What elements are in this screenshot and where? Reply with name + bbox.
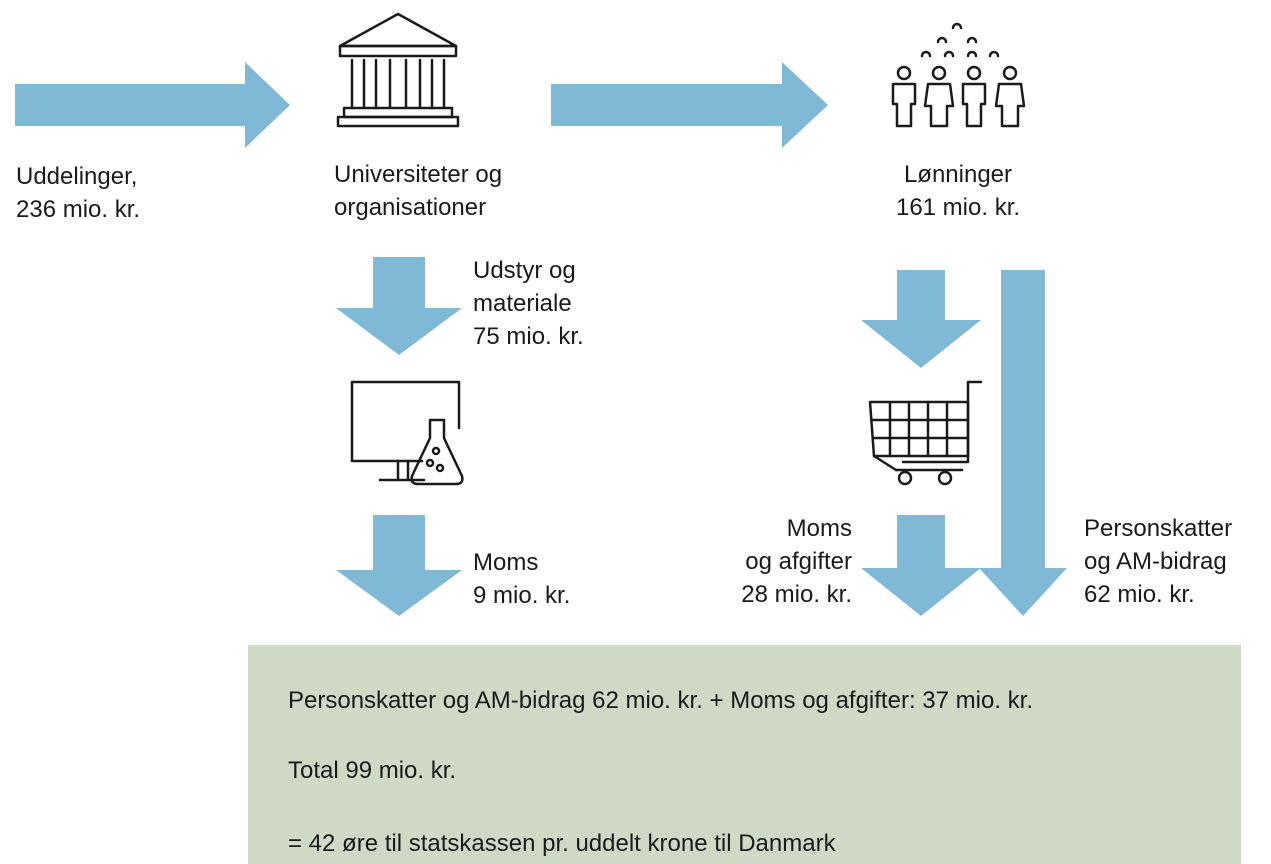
computer-lab-flask-icon: [350, 380, 464, 486]
label-lonninger-line1: Lønninger: [903, 161, 1013, 188]
label-uddelinger-line1: Uddelinger,: [16, 163, 138, 190]
label-moms-left-amount: 9 mio. kr.: [473, 582, 571, 609]
summary-line-total: Total 99 mio. kr.: [288, 757, 457, 784]
shopping-cart-icon: [868, 380, 983, 486]
label-uddelinger-amount: 236 mio. kr.: [16, 196, 141, 223]
label-personskatter-amount: 62 mio. kr.: [1084, 581, 1195, 608]
label-moms-right-line2: og afgifter: [745, 548, 852, 575]
label-moms-right-line1: Moms: [786, 515, 852, 542]
summary-line-per-krone: = 42 øre til statskassen pr. uddelt kron…: [288, 830, 836, 857]
label-moms-left-line1: Moms: [473, 549, 539, 576]
label-universiteter: Universiteter og organisationer: [334, 158, 502, 224]
label-universiteter-line1: Universiteter og: [334, 161, 503, 188]
university-building-icon: [336, 12, 460, 128]
label-udstyr-line2: materiale: [473, 290, 572, 317]
arrow-down-personskatter: [979, 270, 1067, 616]
label-uddelinger: Uddelinger, 236 mio. kr.: [16, 160, 140, 226]
arrow-right-funding: [15, 62, 290, 148]
label-moms-right-amount: 28 mio. kr.: [741, 581, 852, 608]
label-udstyr: Udstyr og materiale 75 mio. kr.: [473, 254, 584, 353]
arrow-down-equipment: [336, 257, 462, 355]
arrow-down-consumption: [861, 270, 981, 368]
people-crowd-icon: [891, 22, 1026, 128]
arrow-right-salaries: [551, 62, 828, 148]
arrow-down-moms-left: [336, 515, 462, 616]
label-udstyr-line1: Udstyr og: [473, 257, 576, 284]
label-lonninger: Lønninger 161 mio. kr.: [872, 158, 1044, 224]
label-udstyr-amount: 75 mio. kr.: [473, 323, 584, 350]
label-lonninger-amount: 161 mio. kr.: [895, 194, 1021, 221]
label-personskatter-line2: og AM-bidrag: [1084, 548, 1227, 575]
summary-line-taxes: Personskatter og AM-bidrag 62 mio. kr. +…: [288, 687, 1033, 714]
label-universiteter-line2: organisationer: [334, 194, 487, 221]
summary-box: Personskatter og AM-bidrag 62 mio. kr. +…: [248, 645, 1241, 864]
label-personskatter: Personskatter og AM-bidrag 62 mio. kr.: [1084, 512, 1232, 611]
arrow-down-moms-right: [861, 515, 981, 616]
label-moms-right: Moms og afgifter 28 mio. kr.: [690, 512, 852, 611]
label-personskatter-line1: Personskatter: [1084, 515, 1233, 542]
label-moms-left: Moms 9 mio. kr.: [473, 546, 570, 612]
